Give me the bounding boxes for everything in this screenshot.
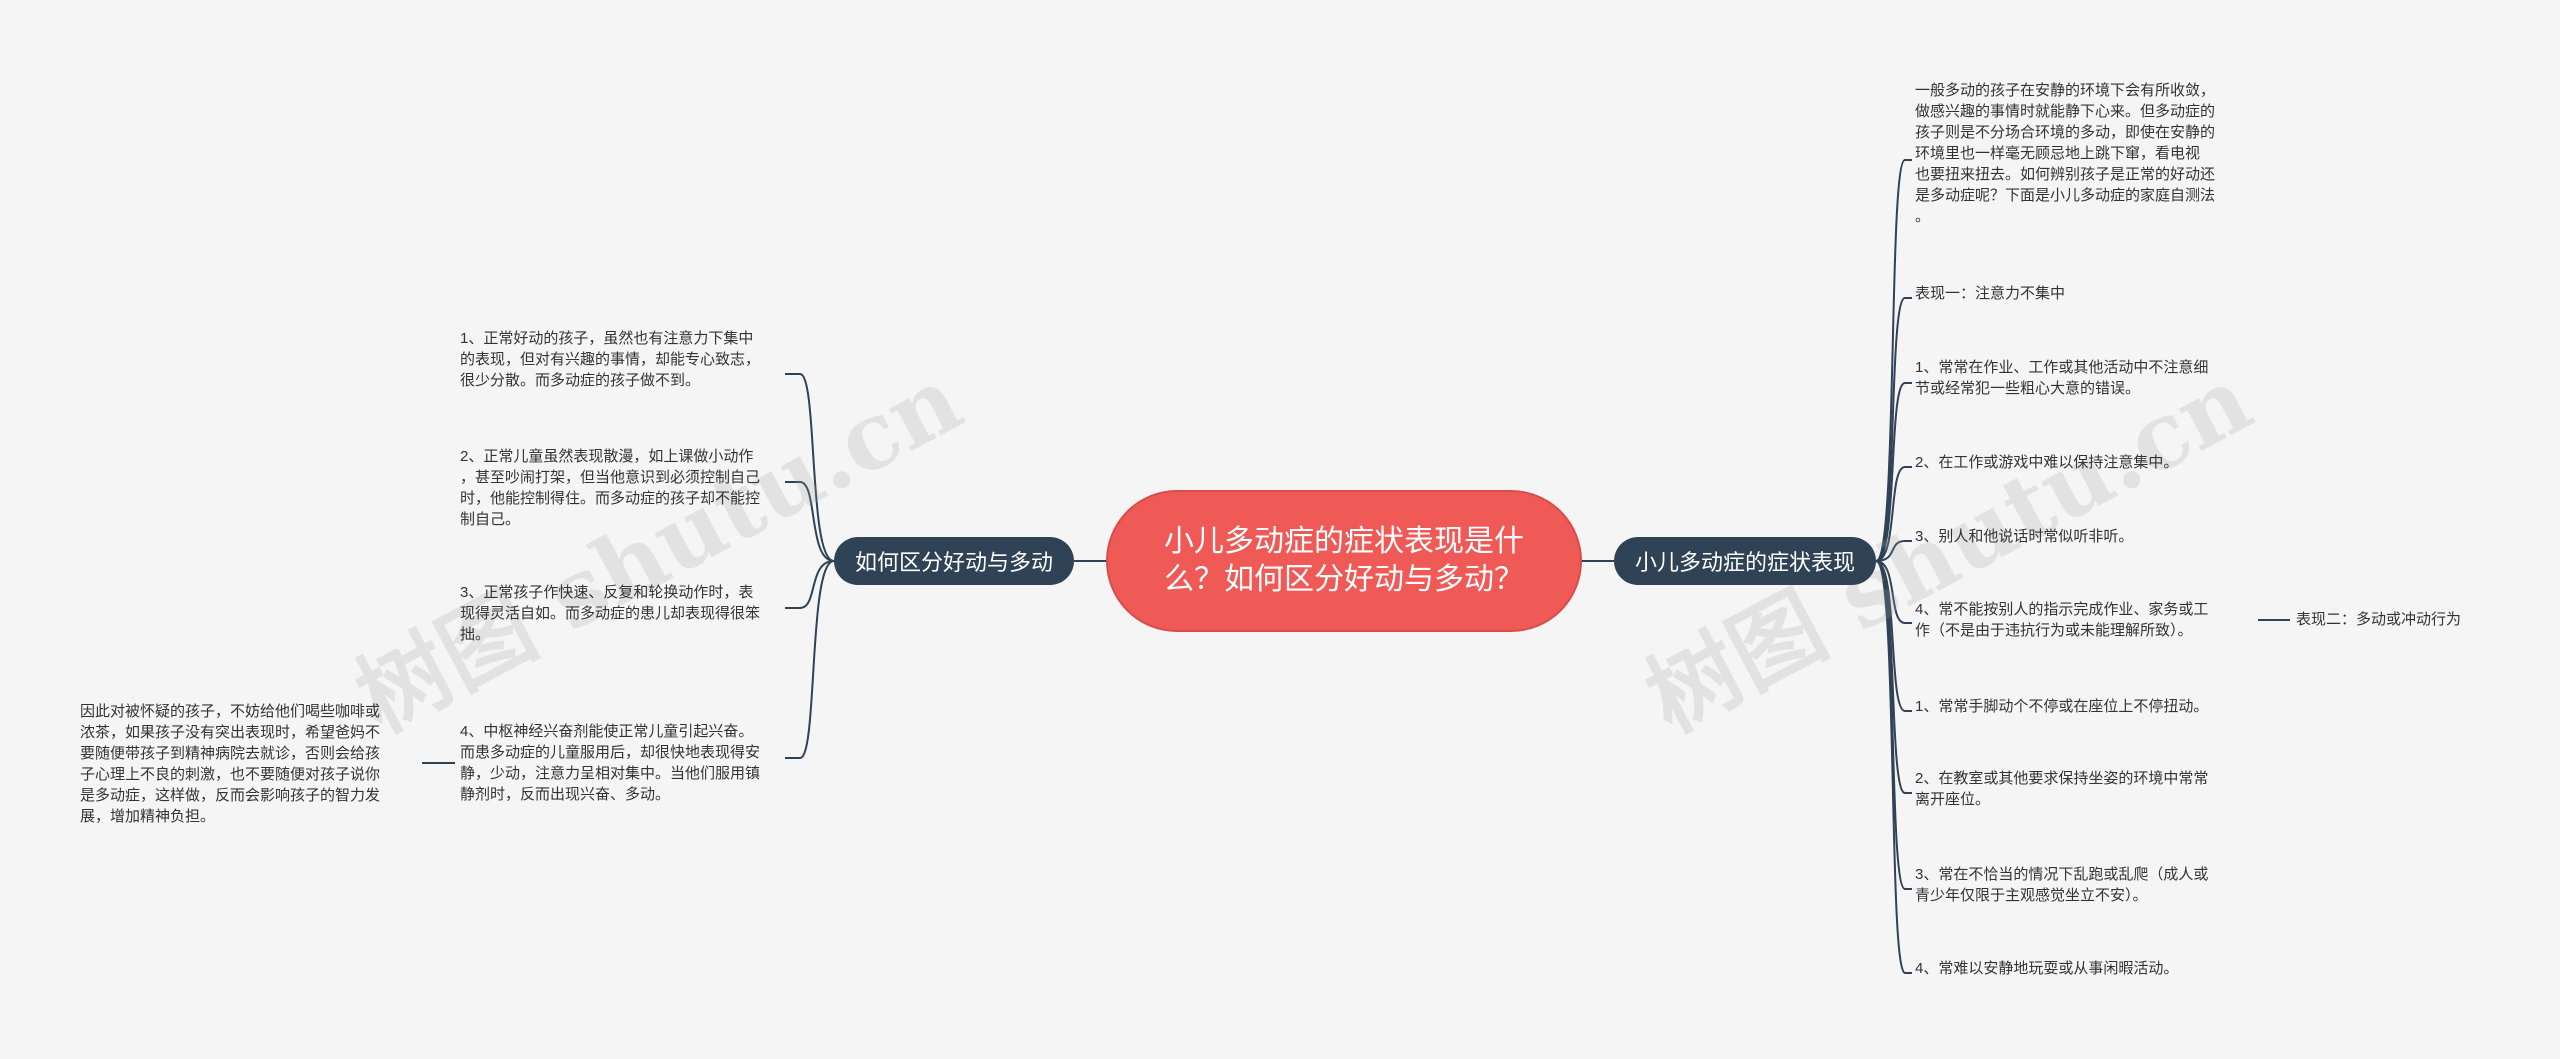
- connector-right-5: [1875, 540, 1912, 562]
- branch-symptoms[interactable]: 小儿多动症的症状表现: [1614, 537, 1876, 585]
- connector-left-4: [785, 560, 835, 759]
- connector-right-10: [1875, 560, 1912, 974]
- connector-right-1: [1875, 159, 1912, 562]
- connector-right-6: [1875, 560, 1912, 624]
- right-leaf-hyper-1[interactable]: 1、常常手脚动个不停或在座位上不停扭动。: [1915, 698, 2209, 715]
- right-leaf-symptom-1[interactable]: 表现一：注意力不集中: [1915, 285, 2066, 302]
- connector-right-3: [1875, 382, 1912, 562]
- right-sub-leaf[interactable]: 表现二：多动或冲动行为: [2296, 611, 2462, 628]
- connector-left-3: [785, 560, 835, 609]
- right-leaf-attention-4[interactable]: 4、常不能按别人的指示完成作业、家务或工 作（不是由于违抗行为或未能理解所致）。: [1915, 601, 2209, 639]
- right-leaf-hyper-4[interactable]: 4、常难以安静地玩耍或从事闲暇活动。: [1915, 960, 2179, 977]
- connector-left-1: [785, 373, 835, 562]
- branch-symptoms-label: 小儿多动症的症状表现: [1634, 550, 1855, 575]
- connector-right-4: [1875, 466, 1912, 562]
- central-topic-label: 小儿多动症的症状表现是什么？如何区分好动与多动？: [1164, 525, 1524, 596]
- left-leaf-1[interactable]: 1、正常好动的孩子，虽然也有注意力下集中 的表现，但对有兴趣的事情，却能专心致志…: [460, 330, 761, 389]
- right-leaf-attention-2[interactable]: 2、在工作或游戏中难以保持注意集中。: [1915, 454, 2179, 471]
- right-leaf-intro[interactable]: 一般多动的孩子在安静的环境下会有所收敛， 做感兴趣的事情时就能静下心来。但多动症…: [1915, 82, 2216, 225]
- right-leaf-attention-3[interactable]: 3、别人和他说话时常似听非听。: [1915, 528, 2134, 545]
- left-leaf-4[interactable]: 4、中枢神经兴奋剂能使正常儿童引起兴奋。 而患多动症的儿童服用后，却很快地表现得…: [460, 723, 761, 803]
- right-leaf-hyper-2[interactable]: 2、在教室或其他要求保持坐姿的环境中常常 离开座位。: [1915, 770, 2209, 808]
- right-leaf-attention-1[interactable]: 1、常常在作业、工作或其他活动中不注意细 节或经常犯一些粗心大意的错误。: [1915, 359, 2209, 397]
- left-leaf-2[interactable]: 2、正常儿童虽然表现散漫，如上课做小动作 ，甚至吵闹打架，但当他意识到必须控制自…: [460, 448, 761, 528]
- right-leaf-hyper-3[interactable]: 3、常在不恰当的情况下乱跑或乱爬（成人或 青少年仅限于主观感觉坐立不安）。: [1915, 866, 2209, 904]
- connector-left-2: [785, 481, 835, 562]
- left-sub-leaf[interactable]: 因此对被怀疑的孩子，不妨给他们喝些咖啡或 浓茶，如果孩子没有突出表现时，希望爸妈…: [80, 703, 381, 825]
- branch-distinguish[interactable]: 如何区分好动与多动: [834, 537, 1074, 585]
- connector-right-2: [1875, 297, 1912, 562]
- connector-right-8: [1875, 560, 1912, 794]
- left-leaf-3[interactable]: 3、正常孩子作快速、反复和轮换动作时，表 现得灵活自如。而多动症的患儿却表现得很…: [460, 584, 761, 643]
- connector-right-7: [1875, 560, 1912, 712]
- branch-distinguish-label: 如何区分好动与多动: [854, 550, 1053, 575]
- central-topic[interactable]: 小儿多动症的症状表现是什么？如何区分好动与多动？: [1106, 490, 1582, 632]
